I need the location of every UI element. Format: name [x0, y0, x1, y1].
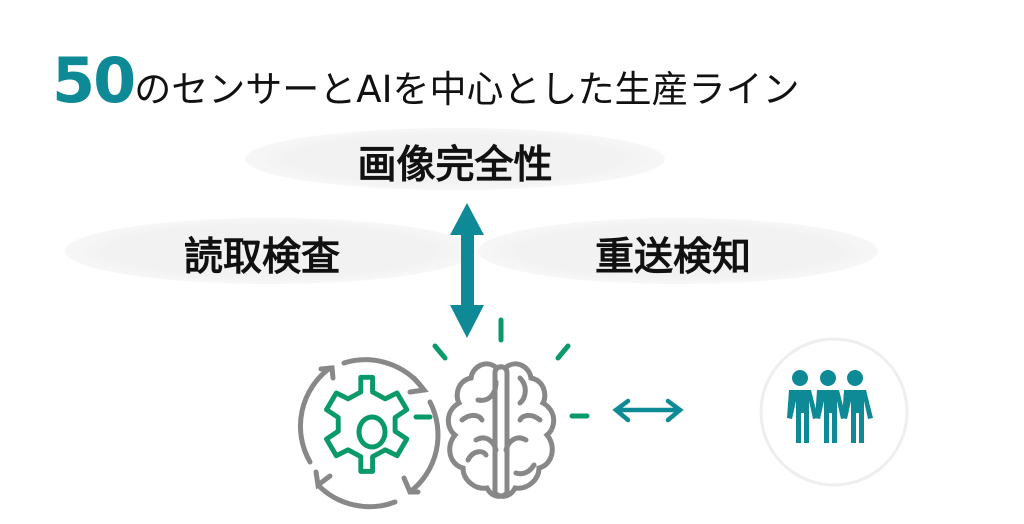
vertical-double-arrow-icon — [450, 203, 484, 338]
label-read-inspection: 読取検査 — [183, 235, 341, 280]
label-bg-top — [245, 128, 665, 190]
title-number: 50 — [52, 44, 136, 117]
team-people-icon — [787, 370, 873, 443]
page-title: 50のセンサーとAIを中心とした生産ライン — [52, 44, 800, 117]
gear-icon — [324, 374, 433, 474]
title-text: のセンサーとAIを中心とした生産ライン — [134, 68, 800, 111]
label-bg-left — [65, 218, 475, 284]
brain-icon — [445, 361, 557, 499]
label-image-integrity: 画像完全性 — [357, 143, 553, 188]
label-double-feed-detection: 重送検知 — [594, 235, 752, 280]
idea-rays-icon — [432, 317, 590, 419]
label-bg-right — [478, 218, 878, 284]
cycle-arrows-icon — [297, 357, 441, 510]
horizontal-double-arrow-icon — [612, 398, 684, 423]
